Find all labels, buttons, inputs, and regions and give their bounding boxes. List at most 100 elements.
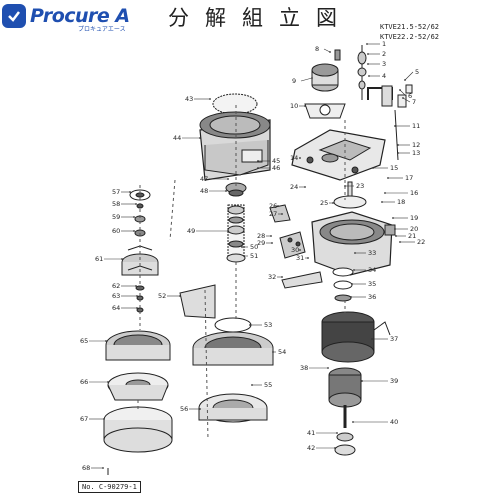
part-number-label: 29 [257, 239, 265, 247]
leader-dot [249, 324, 251, 326]
leader-dot [136, 307, 138, 309]
leader-dot [103, 418, 105, 420]
leader-dot [299, 157, 301, 159]
leader-dot [121, 258, 123, 260]
float-switch-part [334, 45, 367, 100]
handle-part [367, 84, 413, 161]
leader-dot [133, 230, 135, 232]
leader-dot [272, 351, 274, 353]
leader-line [399, 89, 407, 97]
leader-dot [251, 384, 253, 386]
leader-dot [243, 255, 245, 257]
leader-dot [299, 249, 301, 251]
part-number-label: 6 [408, 92, 412, 100]
strainer-part [103, 406, 173, 475]
part-number-label: 68 [82, 464, 90, 472]
part-number-label: 27 [269, 210, 277, 218]
leader-dot [241, 246, 243, 248]
leader-dot [327, 367, 329, 369]
leader-dot [384, 192, 386, 194]
part-number-label: 62 [112, 282, 120, 290]
part-number-label: 33 [368, 249, 376, 257]
leader-dot [350, 296, 352, 298]
part-number-label: 37 [390, 335, 398, 343]
part-number-label: 24 [290, 183, 298, 191]
leader-dot [353, 269, 355, 271]
leader-dot [304, 186, 306, 188]
leader-dot [367, 63, 369, 65]
leader-dot [199, 137, 201, 139]
part-number-label: 59 [112, 213, 120, 221]
document-number: No. C-90279-1 [78, 481, 141, 493]
document-number-value: C-90279-1 [98, 483, 137, 491]
leader-dot [227, 178, 229, 180]
mechanical-seal-stack [225, 182, 247, 263]
leader-dot [105, 340, 107, 342]
leader-dot [135, 203, 137, 205]
part-number-label: 66 [80, 378, 88, 386]
leader-dot [402, 97, 404, 99]
rotor-part [328, 367, 362, 456]
part-number-label: 51 [250, 252, 258, 260]
leader-dot [381, 201, 383, 203]
leader-dot [329, 51, 331, 53]
part-number-label: 56 [180, 405, 188, 413]
part-number-label: 3 [382, 60, 386, 68]
leader-dot [334, 447, 336, 449]
part-number-label: 26 [269, 202, 277, 210]
part-number-label: 48 [200, 187, 208, 195]
leader-dot [332, 202, 334, 204]
part-number-label: 18 [397, 198, 405, 206]
leader-dot [307, 257, 309, 259]
leader-dot [129, 191, 131, 193]
leader-dot [367, 53, 369, 55]
part-number-label: 10 [290, 102, 298, 110]
leader-dot [394, 125, 396, 127]
leader-dot [397, 152, 399, 154]
part-number-label: 31 [296, 254, 304, 262]
part-number-label: 36 [368, 293, 376, 301]
leader-line [404, 71, 414, 81]
model-label-2: KTVE22.2-52/62 [380, 33, 440, 41]
part-number-label: 63 [112, 292, 120, 300]
leader-dot [361, 380, 363, 382]
part-number-label: 25 [320, 199, 328, 207]
leader-dot [397, 144, 399, 146]
part-number-label: 52 [158, 292, 166, 300]
part-number-label: 47 [200, 175, 208, 183]
part-number-label: 34 [368, 266, 376, 274]
part-number-label: 39 [390, 377, 398, 385]
leader-dot [344, 185, 346, 187]
leader-dot [395, 235, 397, 237]
bearing-housing-part [179, 284, 274, 423]
part-number-label: 42 [307, 444, 315, 452]
part-number-label: 21 [408, 232, 416, 240]
part-number-label: 65 [80, 337, 88, 345]
upper-cover-part [291, 129, 386, 181]
part-number-label: 1 [382, 40, 386, 48]
part-number-label: 14 [290, 154, 298, 162]
part-number-label: 9 [292, 77, 296, 85]
leader-dot [304, 105, 306, 107]
part-number-label: 7 [412, 98, 416, 106]
leader-dot [271, 242, 273, 244]
part-number-label: 12 [412, 141, 420, 149]
part-number-label: 11 [412, 122, 420, 130]
leader-dot [133, 216, 135, 218]
part-number-label: 13 [412, 149, 420, 157]
leader-dot [281, 276, 283, 278]
leader-line [323, 48, 331, 53]
page-title: 分解組立図 [168, 6, 353, 30]
leader-dot [179, 295, 181, 297]
motor-frame-part [311, 181, 396, 276]
leader-dot [257, 160, 259, 162]
leader-dot [136, 295, 138, 297]
part-number-label: 58 [112, 200, 120, 208]
part-number-label: 43 [185, 95, 193, 103]
leader-dot [270, 235, 272, 237]
part-number-label: 50 [250, 243, 258, 251]
leader-dot [281, 213, 283, 215]
checkmark-icon [2, 4, 26, 28]
